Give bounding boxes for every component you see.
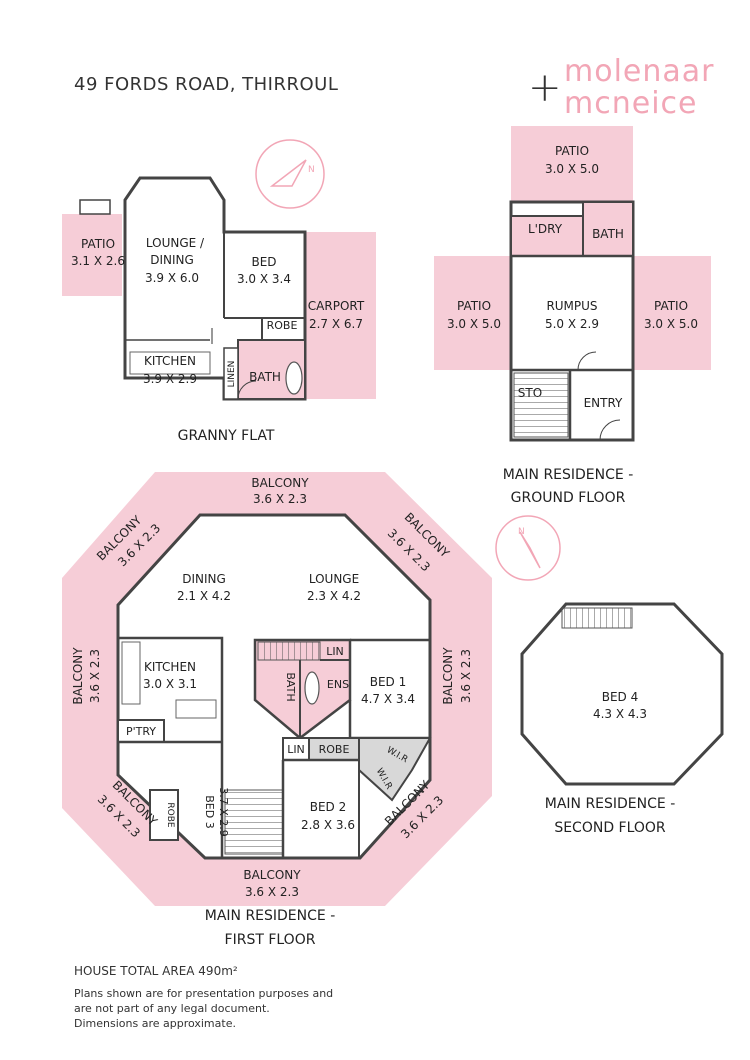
house-total-area: HOUSE TOTAL AREA 490m² [74,964,238,978]
granny-bed-label: BED [251,255,276,269]
first-bath-area [253,638,352,740]
bed3-robe-label: ROBE [165,802,175,828]
granny-patio-step [79,199,111,215]
balcony-bottom-label: BALCONY [243,868,301,882]
logo-line-2: mcneice [564,86,698,121]
first-floor-title-1: MAIN RESIDENCE - [205,908,336,924]
ground-patio-left-area [434,256,512,370]
balcony-left-dims: 3.6 X 2.3 [88,649,102,703]
granny-lounge-label-1: LOUNGE / [146,236,205,250]
compass-icon: N [255,139,325,209]
ground-patio-right-label: PATIO [654,299,688,313]
granny-bed-dims: 3.0 X 3.4 [237,272,291,286]
disclaimer-line-3: Dimensions are approximate. [74,1017,236,1030]
svg-text:N: N [308,165,315,175]
bed4-walls [520,602,724,786]
first-floor-stairs [224,789,284,855]
lin2-label: LIN [287,743,305,756]
rumpus-label: RUMPUS [546,299,597,313]
granny-flat-title: GRANNY FLAT [178,428,275,444]
first-bath-label: BATH [284,672,297,701]
balcony-top-label: BALCONY [251,476,309,490]
granny-bath-label: BATH [249,370,281,384]
ground-floor-plan: PATIO 3.0 X 5.0 L'DRY BATH PATIO 3.0 X 5… [434,126,711,506]
ground-floor-title-1: MAIN RESIDENCE - [503,467,634,483]
granny-carport-dims: 2.7 X 6.7 [309,317,363,331]
agency-logo: + molenaar mcneice [528,54,718,124]
granny-flat-plan: PATIO 3.1 X 2.6 LOUNGE / DINING 3.9 X 6.… [62,176,376,444]
second-floor-title-1: MAIN RESIDENCE - [545,796,676,812]
pantry-label: P'TRY [126,725,156,738]
second-floor-title-2: SECOND FLOOR [554,820,666,836]
first-robe-label: ROBE [319,743,350,756]
balcony-left-label: BALCONY [71,647,85,705]
bathtub-icon [285,361,303,395]
rumpus-dims: 5.0 X 2.9 [545,317,599,331]
granny-linen-label: LINEN [227,361,237,388]
ground-bath-area [582,201,634,257]
granny-robe-label: ROBE [267,319,298,332]
ground-patio-top-area [511,126,633,202]
granny-carport-area [305,232,376,399]
property-address: 49 FORDS ROAD, THIRROUL [74,74,339,95]
granny-carport-label: CARPORT [308,299,365,313]
second-floor-plan: BED 4 4.3 X 4.3 MAIN RESIDENCE - SECOND … [520,602,724,836]
laundry-label: L'DRY [528,222,563,236]
granny-lounge-dims: 3.9 X 6.0 [145,271,199,285]
first-kitchen-dims: 3.0 X 3.1 [143,677,197,691]
ground-bath-label: BATH [592,227,624,241]
ensuite-label: ENS [327,678,349,691]
first-lounge-dims: 2.3 X 4.2 [307,589,361,603]
disclaimer-line-2: are not part of any legal document. [74,1002,270,1015]
ground-patio-left-label: PATIO [457,299,491,313]
bed2-dims: 2.8 X 3.6 [301,818,355,832]
ground-patio-right-area [633,256,711,370]
granny-lounge-label-2: DINING [150,253,194,267]
lin1-label: LIN [326,645,344,658]
footer-notes: HOUSE TOTAL AREA 490m² Plans shown are f… [74,964,333,1031]
ground-patio-left-dims: 3.0 X 5.0 [447,317,501,331]
compass-icon-2: N [495,515,561,581]
first-bathtub-icon [304,671,320,705]
ground-stairs [513,372,569,438]
balcony-top-dims: 3.6 X 2.3 [253,492,307,506]
granny-kitchen-dims: 3.9 X 2.9 [143,372,197,386]
first-floor-plan: BALCONY 3.6 X 2.3 BALCONY 3.6 X 2.3 BALC… [62,472,492,948]
first-lounge-label: LOUNGE [309,572,359,586]
granny-kitchen-label: KITCHEN [144,354,196,368]
balcony-bottom-dims: 3.6 X 2.3 [245,885,299,899]
granny-patio-area [62,214,122,296]
first-kitchen-label: KITCHEN [144,660,196,674]
granny-patio-dims: 3.1 X 2.6 [71,254,125,268]
disclaimer-line-1: Plans shown are for presentation purpose… [74,987,334,1000]
balcony-right-dims: 3.6 X 2.3 [459,649,473,703]
svg-text:N: N [518,527,525,537]
ground-floor-title-2: GROUND FLOOR [511,490,626,506]
bed3-label: BED 3 [203,795,216,828]
ground-patio-right-dims: 3.0 X 5.0 [644,317,698,331]
first-floor-title-2: FIRST FLOOR [225,932,316,948]
bed3-robe-area [149,789,179,841]
dining-dims: 2.1 X 4.2 [177,589,231,603]
bed4-label: BED 4 [602,690,639,704]
ground-patio-top-dims: 3.0 X 5.0 [545,162,599,176]
logo-line-1: molenaar [564,54,715,89]
balcony-right-label: BALCONY [441,647,455,705]
granny-patio-label: PATIO [81,237,115,251]
bed2-label: BED 2 [310,800,347,814]
storage-label: STO [518,386,542,400]
bed1-dims: 4.7 X 3.4 [361,692,415,706]
ground-patio-top-label: PATIO [555,144,589,158]
dining-label: DINING [182,572,226,586]
second-floor-stairs [561,607,633,629]
bed4-dims: 4.3 X 4.3 [593,707,647,721]
logo-plus-icon: + [528,65,562,111]
bed1-label: BED 1 [370,675,407,689]
bed3-dims: 3.7 X 2.9 [217,787,230,837]
entry-label: ENTRY [584,396,623,410]
